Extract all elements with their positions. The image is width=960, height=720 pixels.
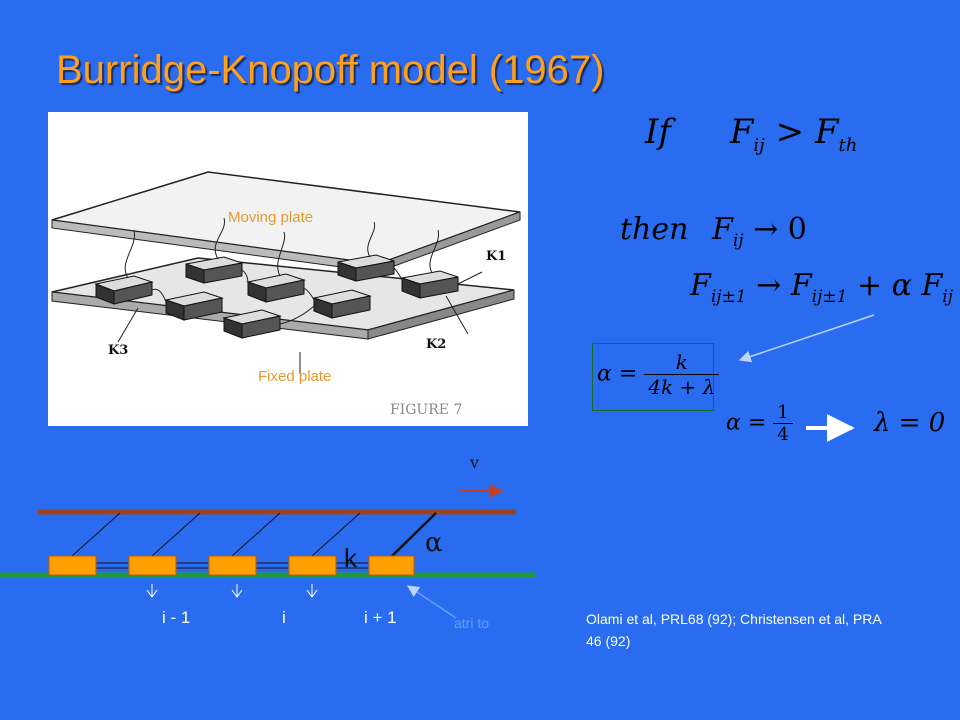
friction-arrow [407, 585, 457, 619]
alpha-value-numerator: 1 [773, 402, 793, 424]
alpha-denominator: 4k + λ [648, 375, 716, 399]
spring-wires [117, 217, 483, 374]
formula-lambda-result: λ = 0 [874, 408, 946, 438]
pointer-arrow-to-alpha [738, 314, 875, 363]
friction-label: atri to [454, 615, 490, 631]
alpha-numerator: k [644, 350, 720, 375]
coupling-springs [96, 562, 368, 569]
alpha-formula-box: α = k 4k + λ [592, 343, 720, 411]
block-4 [288, 555, 337, 576]
blocks [94, 254, 459, 339]
moving-plate-label: Moving plate [228, 209, 314, 226]
block-3 [208, 555, 257, 576]
spring-k-label: k [344, 543, 357, 573]
block-1 [48, 555, 97, 576]
velocity-label: v [470, 453, 480, 472]
slide-title: Burridge-Knopoff model (1967) [56, 48, 605, 92]
formula-if-condition: If Fij > Fth [645, 112, 858, 156]
down-arrows [146, 584, 318, 598]
index-label-i-plus-1: i + 1 [364, 608, 397, 627]
spring-label-k1: K1 [486, 249, 506, 264]
leaf-spring-highlight [391, 512, 437, 557]
spring-label-k2: K2 [426, 337, 446, 352]
spring-label-k3: K3 [108, 343, 128, 358]
alpha-label: α [425, 528, 443, 558]
block-2 [128, 555, 177, 576]
block-5 [368, 555, 415, 576]
index-label-i-minus-1: i - 1 [162, 608, 191, 627]
formula-alpha-value: α = 1 4 [726, 402, 793, 445]
formula-redistribution: Fij±1 → Fij±1 + α Fij [690, 268, 953, 307]
alpha-value-denominator: 4 [777, 424, 789, 445]
if-word: If [645, 112, 672, 152]
chain-blocks [48, 555, 415, 576]
formula-then-reset: then Fij → 0 [620, 212, 807, 251]
figure-caption: FIGURE 7 [390, 402, 462, 418]
apparatus-drawing: K1 K2 K3 FIGURE 7 [51, 171, 521, 418]
citation-text: Olami et al, PRL68 (92); Christensen et … [586, 611, 881, 649]
fixed-plate-label: Fixed plate [258, 368, 332, 385]
index-label-i: i [282, 608, 286, 627]
apparatus-figure: K1 K2 K3 FIGURE 7 Moving plate Fixed pla… [48, 112, 528, 426]
leaf-springs [71, 512, 361, 557]
then-word: then [620, 212, 689, 247]
